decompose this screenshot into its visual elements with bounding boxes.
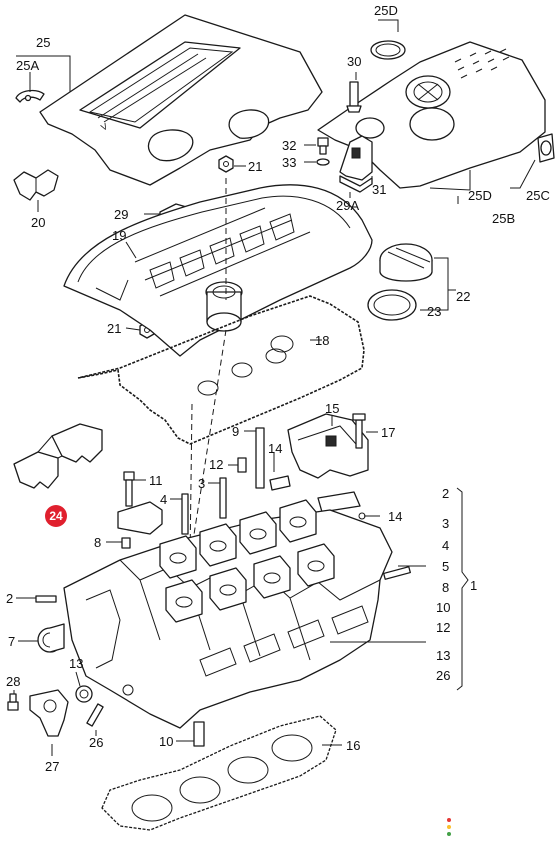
callout-12[interactable]: 12: [209, 457, 223, 472]
callout-21-top[interactable]: 21: [248, 159, 262, 174]
clip-25a[interactable]: [15, 89, 45, 103]
callout-18[interactable]: 18: [315, 333, 329, 348]
stud-2[interactable]: [35, 595, 57, 603]
group-item[interactable]: 2: [442, 486, 449, 501]
group-item[interactable]: 4: [442, 538, 449, 553]
oil-filler-cap-22[interactable]: [379, 243, 433, 282]
callout-22[interactable]: 22: [456, 289, 470, 304]
bolt-30[interactable]: [346, 81, 362, 113]
bearing-caps-24[interactable]: [13, 423, 103, 489]
callout-32[interactable]: 32: [282, 138, 296, 153]
callout-9[interactable]: 9: [232, 424, 239, 439]
callout-7[interactable]: 7: [8, 634, 15, 649]
rocker-bracket[interactable]: [117, 501, 163, 535]
status-dots: [447, 818, 451, 836]
callout-25[interactable]: 25: [36, 35, 50, 50]
stud-5[interactable]: [383, 566, 411, 580]
callout-4[interactable]: 4: [160, 492, 167, 507]
bracket-20[interactable]: [13, 169, 59, 201]
part-group-1: 2 3 4 5 8 10 12 13 26 1: [436, 486, 477, 683]
callout-13[interactable]: 13: [69, 656, 83, 671]
group-item[interactable]: 26: [436, 668, 450, 683]
bushing-8[interactable]: [121, 537, 131, 549]
callout-27[interactable]: 27: [45, 759, 59, 774]
callout-23[interactable]: 23: [427, 304, 441, 319]
bolt-11[interactable]: [123, 471, 135, 507]
sensor-27[interactable]: [29, 689, 69, 737]
bolt-28[interactable]: [7, 693, 19, 711]
callout-19[interactable]: 19: [112, 228, 126, 243]
callout-25c[interactable]: 25C: [526, 188, 550, 203]
callout-8[interactable]: 8: [94, 535, 101, 550]
seal-ring-25d[interactable]: [370, 40, 406, 60]
engine-cover-25[interactable]: V: [39, 14, 323, 186]
nut-21-top[interactable]: [218, 155, 234, 173]
seal-7[interactable]: [37, 623, 65, 653]
group-item[interactable]: 5: [442, 559, 449, 574]
engine-cover-25b[interactable]: [317, 41, 546, 189]
callout-30[interactable]: 30: [347, 54, 361, 69]
callout-labels: 25 25A 20 21 29 19 25D 30 32 33 31 29A 2…: [6, 3, 550, 774]
callout-20[interactable]: 20: [31, 215, 45, 230]
clip-25c[interactable]: [537, 133, 555, 163]
group-item[interactable]: 13: [436, 648, 450, 663]
bolt-17[interactable]: [352, 413, 366, 449]
callout-25a[interactable]: 25A: [16, 58, 39, 73]
callout-14-right[interactable]: 14: [388, 509, 402, 524]
bolt-32[interactable]: [317, 137, 329, 155]
group-item[interactable]: 10: [436, 600, 450, 615]
head-gasket-16[interactable]: [101, 715, 337, 831]
group-item[interactable]: 8: [442, 580, 449, 595]
svg-text:V: V: [99, 121, 109, 133]
status-dot-red: [447, 818, 451, 822]
status-dot-yellow: [447, 825, 451, 829]
callout-28[interactable]: 28: [6, 674, 20, 689]
washer-33[interactable]: [316, 158, 330, 166]
seal-23[interactable]: [367, 289, 417, 321]
callout-33[interactable]: 33: [282, 155, 296, 170]
highlight-badge-24[interactable]: 24: [45, 505, 67, 527]
injector-9[interactable]: [255, 427, 265, 489]
callout-29a[interactable]: 29A: [336, 198, 359, 213]
group-item[interactable]: 12: [436, 620, 450, 635]
cylinder-head-cover-19[interactable]: [63, 184, 373, 357]
pad-14[interactable]: [269, 475, 291, 491]
stud-4[interactable]: [181, 493, 189, 535]
stud-3[interactable]: [219, 477, 227, 519]
callout-10[interactable]: 10: [159, 734, 173, 749]
seal-13[interactable]: [75, 685, 93, 703]
group-item[interactable]: 3: [442, 516, 449, 531]
callout-29[interactable]: 29: [114, 207, 128, 222]
callout-26[interactable]: 26: [89, 735, 103, 750]
camshaft-adjuster-15[interactable]: [287, 413, 369, 479]
callout-14-mid[interactable]: 14: [268, 441, 282, 456]
sensor-12[interactable]: [237, 457, 247, 473]
callout-25d-bottom[interactable]: 25D: [468, 188, 492, 203]
plug-10[interactable]: [193, 721, 205, 747]
callout-3[interactable]: 3: [198, 476, 205, 491]
callout-2[interactable]: 2: [6, 591, 13, 606]
callout-15[interactable]: 15: [325, 401, 339, 416]
callout-25d-top[interactable]: 25D: [374, 3, 398, 18]
group-total[interactable]: 1: [470, 578, 477, 593]
callout-25b[interactable]: 25B: [492, 211, 515, 226]
alignment-guides: [189, 178, 227, 561]
callout-21-left[interactable]: 21: [107, 321, 121, 336]
callout-16[interactable]: 16: [346, 738, 360, 753]
stud-26[interactable]: [86, 703, 104, 727]
cylinder-head-1[interactable]: [63, 499, 393, 729]
status-dot-green: [447, 832, 451, 836]
callout-31[interactable]: 31: [372, 182, 386, 197]
callout-11[interactable]: 11: [149, 473, 163, 488]
leader-lines: [13, 19, 536, 756]
svg-text:24: 24: [49, 509, 63, 523]
bracket-31-29a[interactable]: [339, 135, 373, 193]
callout-17[interactable]: 17: [381, 425, 395, 440]
cover-gasket-18[interactable]: [77, 295, 365, 445]
